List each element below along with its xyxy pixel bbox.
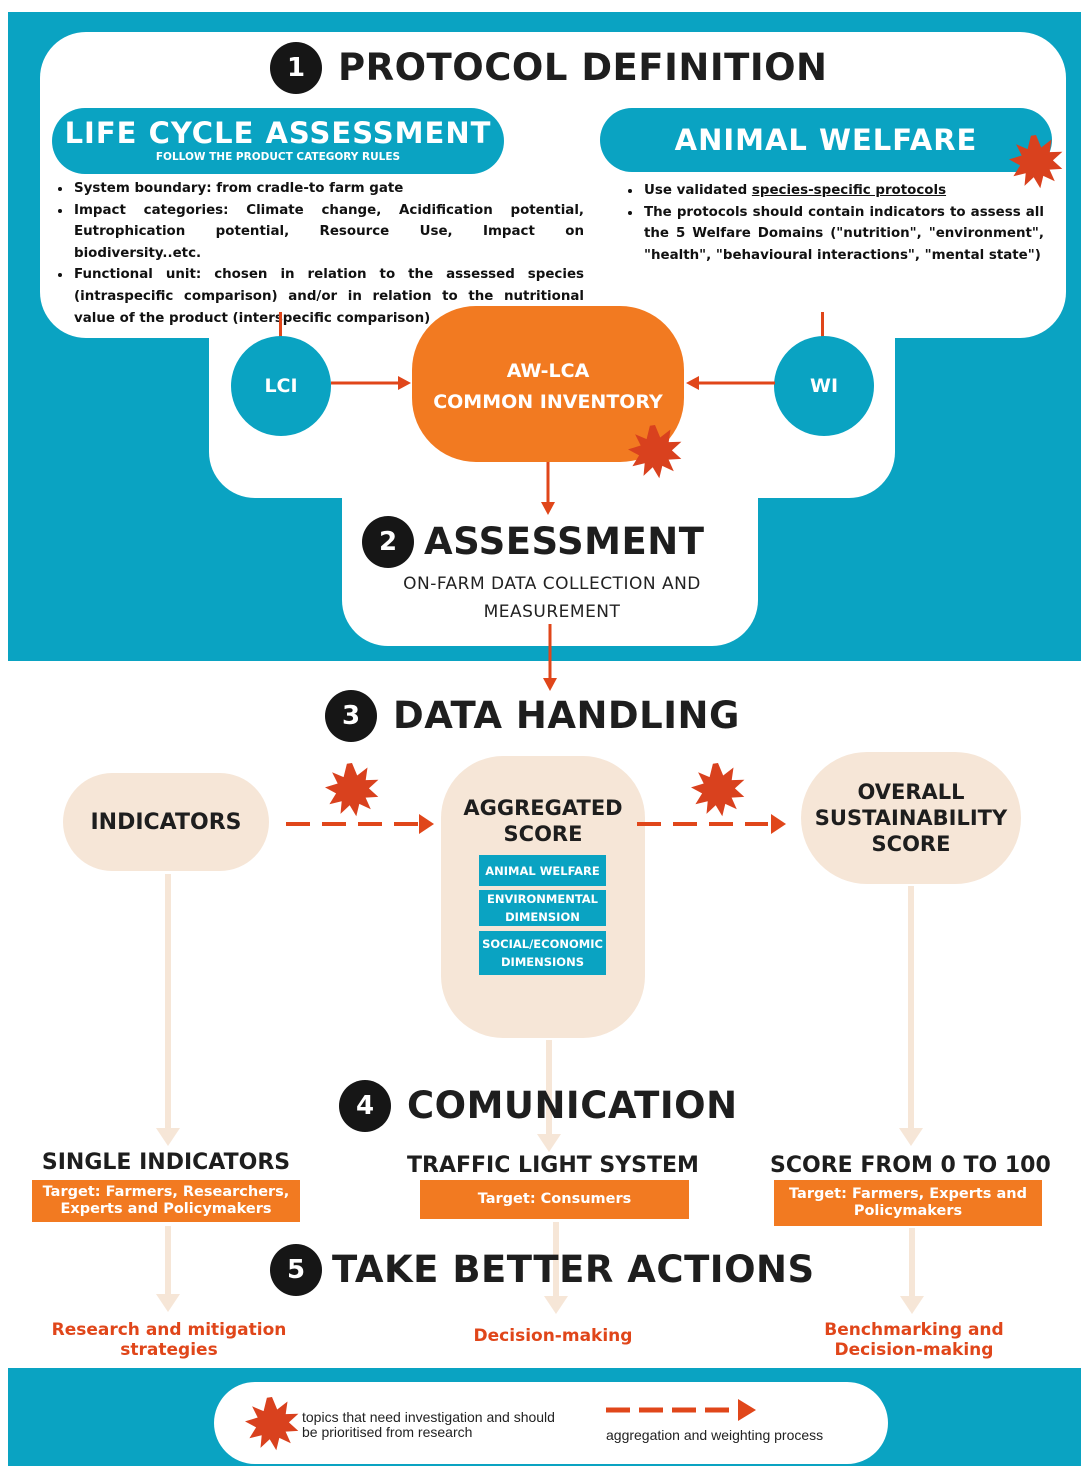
comm-target-score-0-100: Target: Farmers, Experts and Policymaker… xyxy=(774,1180,1042,1226)
lca-to-lci-connector xyxy=(279,312,282,338)
lca-subtitle: FOLLOW THE PRODUCT CATEGORY RULES xyxy=(155,151,401,163)
aw-title-pill: ANIMAL WELFARE xyxy=(600,108,1052,172)
top-flow-arrows xyxy=(331,376,775,691)
assessment-panel xyxy=(342,490,758,646)
social-economic-dimension: SOCIAL/ECONOMIC DIMENSIONS xyxy=(479,931,606,975)
legend-star-icon xyxy=(245,1397,299,1451)
animal-welfare-dimension: ANIMAL WELFARE xyxy=(479,855,606,886)
step-2-subtitle-line-1: ON-FARM DATA COLLECTION AND xyxy=(403,574,701,594)
legend-dashed-arrow-icon xyxy=(606,1399,756,1421)
overall-line-1: OVERALL xyxy=(857,780,965,804)
legend-panel xyxy=(214,1382,888,1464)
lci-label: LCI xyxy=(264,375,298,397)
overall-score-node xyxy=(801,752,1021,884)
step-5-number: 5 xyxy=(270,1244,322,1296)
action-benchmarking: Benchmarking and Decision-making xyxy=(824,1320,1004,1360)
lca-bullet-list: System boundary: from cradle-to farm gat… xyxy=(58,178,584,329)
lca-title-pill: LIFE CYCLE ASSESSMENT FOLLOW THE PRODUCT… xyxy=(52,108,504,174)
inventory-line-1: AW-LCA xyxy=(506,360,590,382)
comm-target-traffic-light: Target: Consumers xyxy=(420,1180,689,1219)
aw-bullet-list: Use validated species-specific protocols… xyxy=(628,180,1044,266)
indicators-investigation-star-icon xyxy=(325,763,379,817)
aw-to-wi-connector xyxy=(821,312,824,338)
aggregated-score-title: AGGREGATED SCORE xyxy=(441,795,645,847)
step-1-number: 1 xyxy=(270,42,322,94)
step-3-number: 3 xyxy=(325,690,377,742)
aggregated-title-line-1: AGGREGATED xyxy=(463,796,623,820)
step-2-subtitle: ON-FARM DATA COLLECTION AND MEASUREMENT xyxy=(352,570,752,626)
indicators-label: INDICATORS xyxy=(90,809,242,835)
step-2-title: ASSESSMENT xyxy=(424,520,705,563)
comm-target-single-indicators: Target: Farmers, Researchers, Experts an… xyxy=(32,1180,300,1222)
action-research-mitigation: Research and mitigation strategies xyxy=(51,1320,287,1360)
aw-bullet-2: The protocols should contain indicators … xyxy=(642,202,1044,267)
step-2-number: 2 xyxy=(362,516,414,568)
common-inventory-box: AW-LCA COMMON INVENTORY xyxy=(412,306,684,462)
inventory-line-2: COMMON INVENTORY xyxy=(433,391,663,413)
legend-arrow-text: aggregation and weighting process xyxy=(606,1427,824,1443)
step-4-title: COMUNICATION xyxy=(407,1084,738,1127)
overall-score-title: OVERALL SUSTAINABILITY SCORE xyxy=(801,779,1021,857)
aw-title: ANIMAL WELFARE xyxy=(674,123,978,157)
aw-investigation-star-icon xyxy=(1009,135,1063,189)
inventory-investigation-star-icon xyxy=(628,425,682,479)
protocol-definition-panel xyxy=(40,32,1066,338)
aw-bullet-1: Use validated species-specific protocols xyxy=(642,180,1044,202)
overall-line-3: SCORE xyxy=(871,832,951,856)
legend-star-text: topics that need investigation and shoul… xyxy=(302,1409,555,1440)
species-specific-protocols-link[interactable]: species-specific protocols xyxy=(751,183,947,198)
comm-title-single-indicators: SINGLE INDICATORS xyxy=(41,1150,291,1175)
aggregation-investigation-star-icon xyxy=(691,763,745,817)
wi-circle: WI xyxy=(774,336,874,436)
action-decision-making: Decision-making xyxy=(473,1326,633,1346)
aw-bullet-1-text: Use validated xyxy=(644,183,752,198)
environmental-dimension: ENVIRONMENTAL DIMENSION xyxy=(479,890,606,926)
aggregated-title-line-2: SCORE xyxy=(503,822,583,846)
comm-title-traffic-light: TRAFFIC LIGHT SYSTEM xyxy=(407,1153,699,1178)
lca-bullet-3: Functional unit: chosen in relation to t… xyxy=(72,264,584,329)
step-2-subtitle-line-2: MEASUREMENT xyxy=(483,602,621,622)
lca-bullet-2: Impact categories: Climate change, Acidi… xyxy=(72,200,584,265)
lca-title: LIFE CYCLE ASSESSMENT xyxy=(64,116,492,150)
indicators-node: INDICATORS xyxy=(63,773,269,871)
step-3-title: DATA HANDLING xyxy=(393,694,740,737)
step-1-title: PROTOCOL DEFINITION xyxy=(338,46,828,89)
step-4-number: 4 xyxy=(339,1080,391,1132)
comm-title-score-0-100: SCORE FROM 0 TO 100 xyxy=(770,1153,1051,1178)
lci-circle: LCI xyxy=(231,336,331,436)
lca-bullet-1: System boundary: from cradle-to farm gat… xyxy=(72,178,584,200)
overall-line-2: SUSTAINABILITY xyxy=(814,806,1008,830)
wi-label: WI xyxy=(809,375,839,397)
step-5-title: TAKE BETTER ACTIONS xyxy=(332,1248,815,1291)
